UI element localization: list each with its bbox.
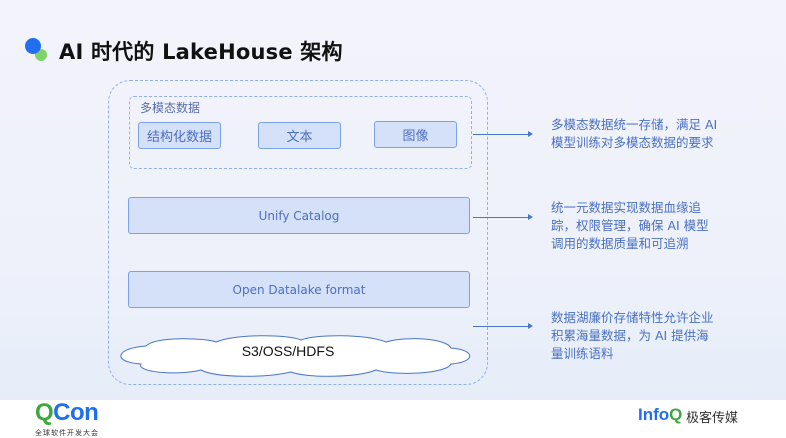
- arrow-3-icon: [473, 323, 533, 329]
- arrow-1-icon: [473, 131, 533, 137]
- storage-label: S3/OSS/HDFS: [241, 343, 335, 359]
- infoq-q: Q: [669, 405, 683, 424]
- desc-line: 量训练语料: [551, 346, 614, 361]
- desc-line: 多模态数据统一存储，满足 AI: [551, 117, 718, 132]
- modality-structured: 结构化数据: [138, 122, 221, 149]
- qcon-subtitle: 全球软件开发大会: [35, 429, 99, 437]
- footer: [0, 400, 786, 438]
- description-multimodal: 多模态数据统一存储，满足 AI 模型训练对多模态数据的要求: [551, 116, 741, 152]
- logo-dot-blue-icon: [25, 38, 41, 54]
- qcon-logo: QCon: [35, 399, 99, 427]
- storage-cloud-icon: [120, 335, 471, 377]
- modality-text: 文本: [258, 122, 341, 149]
- modality-image: 图像: [374, 121, 457, 148]
- description-storage: 数据湖廉价存储特性允许企业 积累海量数据，为 AI 提供海 量训练语料: [551, 309, 741, 363]
- multimodal-group-label: 多模态数据: [140, 101, 201, 115]
- desc-line: 踪，权限管理，确保 AI 模型: [551, 218, 709, 233]
- open-datalake-format-layer: Open Datalake format: [128, 271, 470, 308]
- arrow-2-icon: [473, 214, 533, 220]
- desc-line: 统一元数据实现数据血缘追: [551, 200, 702, 215]
- description-catalog: 统一元数据实现数据血缘追 踪，权限管理，确保 AI 模型 调用的数据质量和可追溯: [551, 199, 741, 253]
- qcon-con: Con: [53, 399, 99, 426]
- desc-line: 模型训练对多模态数据的要求: [551, 135, 714, 150]
- geek-media-label: 极客传媒: [686, 411, 739, 426]
- unify-catalog-layer: Unify Catalog: [128, 197, 470, 234]
- infoq-info: Info: [638, 405, 670, 424]
- infoq-logo: InfoQ: [638, 405, 682, 425]
- qcon-q: Q: [35, 399, 54, 426]
- desc-line: 数据湖廉价存储特性允许企业: [551, 310, 714, 325]
- multimodal-group: [129, 96, 472, 169]
- lakehouse-container: [108, 80, 488, 385]
- desc-line: 积累海量数据，为 AI 提供海: [551, 328, 709, 343]
- page-title: AI 时代的 LakeHouse 架构: [59, 40, 343, 64]
- desc-line: 调用的数据质量和可追溯: [551, 236, 689, 251]
